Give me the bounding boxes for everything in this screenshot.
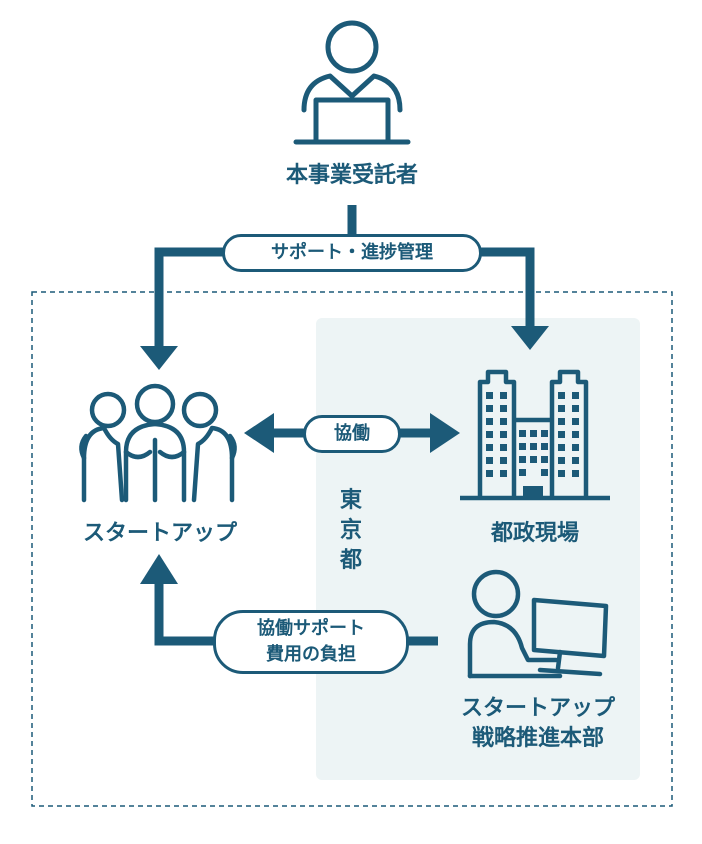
hq-label-line2: 戦略推進本部 xyxy=(471,726,604,751)
region-char-1: 東 xyxy=(339,488,362,513)
cost-pill: 協働サポート 費用の負担 xyxy=(213,610,409,674)
collab-pill: 協働 xyxy=(303,415,401,453)
cost-pill-line1: 協働サポート xyxy=(257,618,365,639)
cost-pill-line2: 費用の負担 xyxy=(266,644,356,665)
dashed-boundary xyxy=(31,291,673,807)
contractor-icon xyxy=(293,20,411,145)
arrowhead-down-right xyxy=(511,326,549,350)
site-label: 都政現場 xyxy=(490,521,579,546)
contractor-label: 本事業受託者 xyxy=(285,163,418,188)
region-char-2: 京 xyxy=(339,518,362,543)
startup-label: スタートアップ xyxy=(82,521,237,546)
site-building-windows xyxy=(486,392,579,477)
arrowhead-down-left xyxy=(140,346,178,370)
hq-label-line1: スタートアップ xyxy=(460,696,615,721)
startup-group-icon xyxy=(79,383,237,503)
region-char-3: 都 xyxy=(339,548,362,573)
region-label: 東 京 都 xyxy=(336,486,366,576)
support-pill: サポート・進捗管理 xyxy=(222,234,482,272)
hq-person-icon xyxy=(467,569,609,679)
site-building-icon xyxy=(460,369,610,501)
